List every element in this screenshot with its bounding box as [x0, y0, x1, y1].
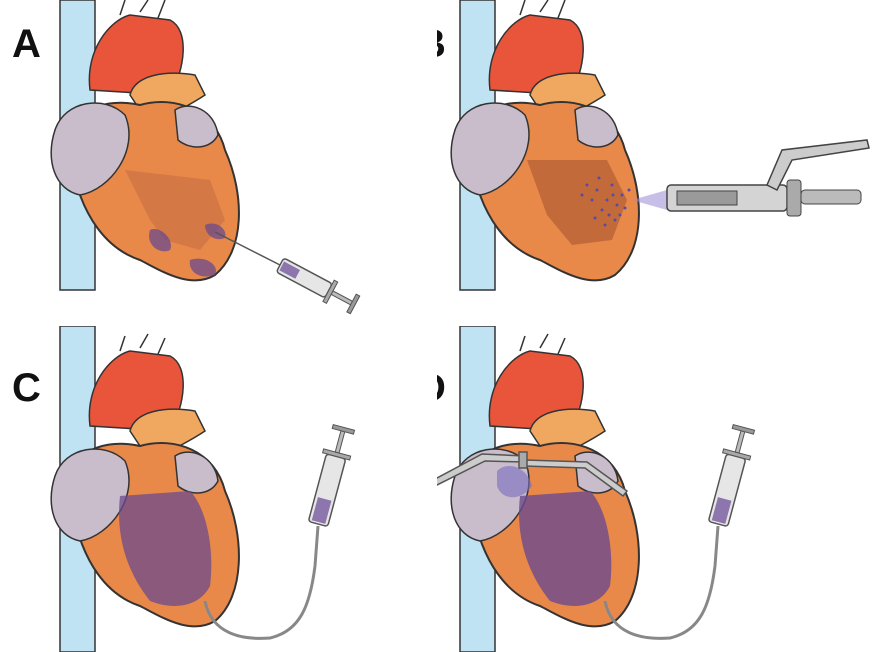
aortic-branches: [120, 334, 165, 354]
panel-c: C: [0, 326, 437, 652]
panel-label-d: D: [437, 368, 446, 408]
panel-c-illustration: [0, 326, 437, 652]
aortic-branches: [520, 334, 565, 354]
panel-label-a: A: [12, 24, 41, 64]
syringe: [274, 254, 360, 315]
spray-device: [667, 140, 869, 216]
left-atrium: [175, 106, 218, 147]
syringe: [704, 424, 757, 528]
panel-label-c: C: [12, 368, 41, 408]
panel-d: D: [437, 326, 874, 652]
panel-label-b: B: [437, 24, 446, 64]
panel-a-illustration: [0, 0, 437, 326]
syringe: [304, 424, 357, 528]
left-atrium: [575, 106, 618, 147]
panel-d-illustration: [437, 326, 874, 652]
panel-b: B: [437, 0, 874, 326]
left-atrium: [175, 452, 218, 493]
panel-a: A: [0, 0, 437, 326]
panel-b-illustration: [437, 0, 874, 326]
